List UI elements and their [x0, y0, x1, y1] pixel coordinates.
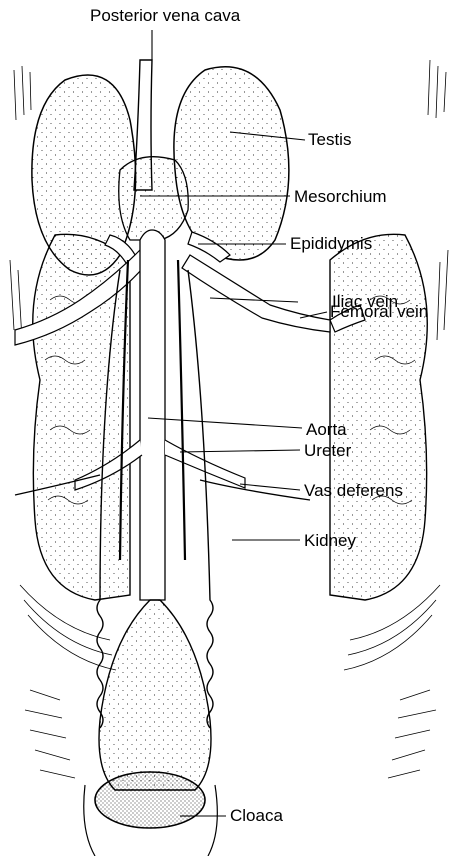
iliac-vein-right — [182, 255, 330, 332]
label-vas-deferens: Vas deferens — [304, 481, 403, 501]
label-epididymis: Epididymis — [290, 234, 372, 254]
cloaca — [95, 772, 205, 828]
label-posterior-vena-cava: Posterior vena cava — [90, 6, 240, 26]
bladder — [99, 600, 211, 790]
ureter-right — [178, 260, 185, 560]
vas-deferens-cross-right — [200, 480, 310, 500]
label-ureter: Ureter — [304, 441, 351, 461]
testis-right — [174, 67, 289, 260]
label-aorta: Aorta — [306, 420, 347, 440]
label-femoral-vein: Femoral vein — [330, 302, 428, 322]
label-cloaca: Cloaca — [230, 806, 283, 826]
label-testis: Testis — [308, 130, 351, 150]
label-mesorchium: Mesorchium — [294, 187, 387, 207]
label-kidney: Kidney — [304, 531, 356, 551]
aorta — [140, 230, 165, 600]
